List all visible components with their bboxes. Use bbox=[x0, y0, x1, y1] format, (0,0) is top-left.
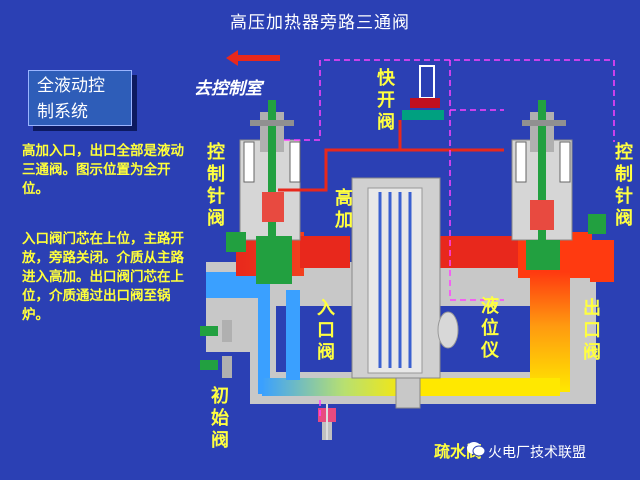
red-control-line bbox=[278, 148, 504, 192]
to-control-room-label: 去控制室 bbox=[194, 79, 262, 99]
quick-open-valve-label: 快开阀 bbox=[377, 68, 395, 133]
initial-valve-label: 初始阀 bbox=[211, 386, 229, 451]
description-para1: 高加入口，出口全部是液动三通阀。图示位置为全开位。 bbox=[22, 143, 184, 197]
quick-open-valve-shape bbox=[402, 65, 444, 120]
hp-heater-label: 高加 bbox=[335, 188, 353, 231]
drain-valve-shape bbox=[318, 404, 336, 440]
control-needle-left-label: 控制针阀 bbox=[207, 142, 225, 229]
control-needle-right-label: 控制针阀 bbox=[615, 142, 633, 229]
description-para2: 入口阀门芯在上位，主路开放，旁路关闭。介质从主路进入高加。出口阀门芯在上位，介质… bbox=[22, 231, 184, 323]
initial-valve-shapes bbox=[200, 320, 232, 378]
control-system-line2: 制系统 bbox=[37, 102, 88, 122]
cold-inlet-flow bbox=[206, 272, 412, 396]
control-system-box: 全液动控 制系统 bbox=[28, 70, 132, 126]
inlet-valve-label: 入口阀 bbox=[317, 298, 335, 363]
control-signal-lines bbox=[284, 59, 615, 420]
level-gauge-shape bbox=[437, 311, 459, 349]
level-gauge-label: 液位仪 bbox=[481, 296, 499, 361]
page-title: 高压加热器旁路三通阀 bbox=[230, 13, 410, 33]
control-system-line1: 全液动控 bbox=[37, 76, 105, 96]
watermark-text: 火电厂技术联盟 bbox=[488, 445, 586, 461]
outlet-valve-label: 出口阀 bbox=[583, 298, 601, 363]
wechat-icon bbox=[467, 442, 486, 457]
outlet-valve-assembly bbox=[511, 100, 606, 270]
arrow-left-icon bbox=[226, 50, 280, 66]
hp-heater bbox=[351, 177, 441, 409]
